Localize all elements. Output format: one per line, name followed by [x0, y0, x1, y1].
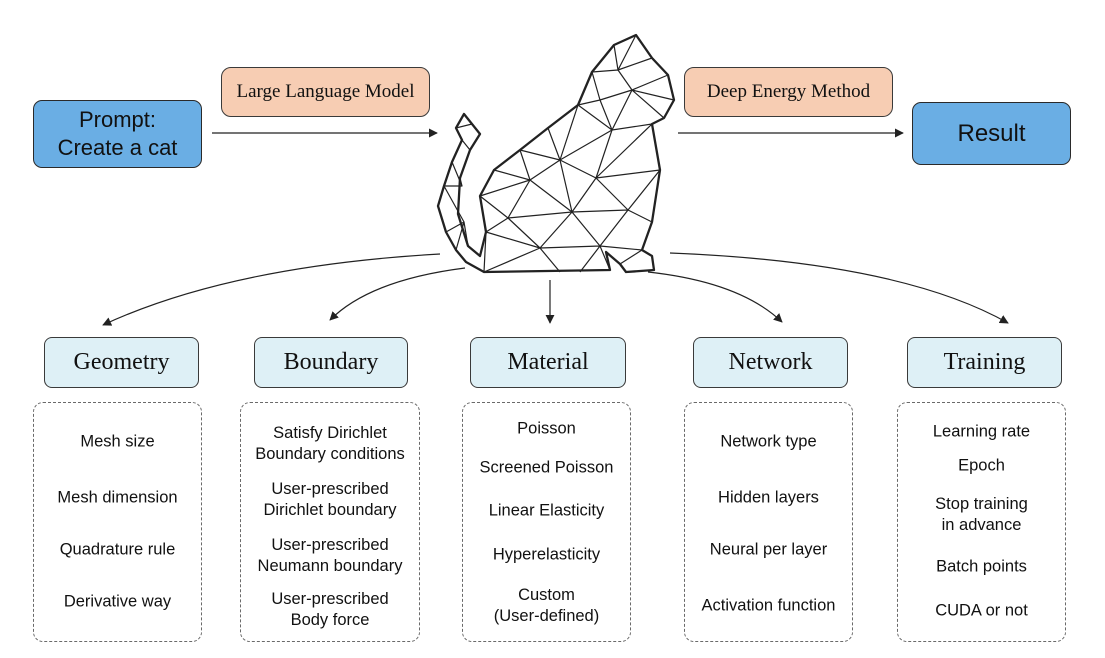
network-options: Network type Hidden layers Neural per la… — [684, 402, 853, 642]
material-option: Hyperelasticity — [492, 545, 601, 564]
boundary-option: User-prescribed Neumann boundary — [257, 536, 403, 575]
network-option: Network type — [720, 432, 817, 451]
material-option: Screened Poisson — [479, 458, 614, 477]
arrow-to-boundary — [329, 267, 466, 321]
geometry-options: Mesh size Mesh dimension Quadrature rule… — [33, 402, 202, 642]
training-option: Learning rate — [932, 422, 1031, 441]
training-option: CUDA or not — [935, 601, 1028, 620]
arrow-to-training — [669, 252, 1009, 324]
network-option: Neural per layer — [709, 540, 828, 559]
training-option: Epoch — [958, 456, 1005, 475]
training-option: Stop training in advance — [935, 495, 1028, 534]
material-option: Poisson — [517, 419, 576, 438]
geometry-option: Derivative way — [63, 592, 172, 611]
llm-label: Large Language Model — [221, 67, 430, 117]
boundary-options: Satisfy Dirichlet Boundary conditions Us… — [240, 402, 420, 642]
training-options: Learning rate Epoch Stop training in adv… — [897, 402, 1066, 642]
category-network: Network — [693, 337, 848, 388]
boundary-option: Satisfy Dirichlet Boundary conditions — [255, 424, 405, 463]
network-option: Hidden layers — [718, 488, 819, 507]
network-option: Activation function — [701, 596, 836, 615]
geometry-option: Mesh dimension — [57, 488, 178, 507]
geometry-option: Quadrature rule — [59, 540, 176, 559]
boundary-option: User-prescribed Dirichlet boundary — [263, 480, 397, 519]
category-material: Material — [470, 337, 626, 388]
result-box: Result — [912, 102, 1071, 165]
material-option: Custom (User-defined) — [493, 586, 600, 625]
boundary-option: User-prescribed Body force — [271, 590, 389, 629]
category-geometry: Geometry — [44, 337, 199, 388]
category-boundary: Boundary — [254, 337, 408, 388]
arrow-to-geometry — [102, 253, 441, 326]
dem-label: Deep Energy Method — [684, 67, 893, 117]
category-training: Training — [907, 337, 1062, 388]
geometry-option: Mesh size — [80, 432, 155, 451]
arrow-to-network — [647, 271, 783, 323]
material-option: Linear Elasticity — [488, 501, 605, 520]
material-options: Poisson Screened Poisson Linear Elastici… — [462, 402, 631, 642]
prompt-box: Prompt: Create a cat — [33, 100, 202, 168]
training-option: Batch points — [936, 557, 1027, 576]
